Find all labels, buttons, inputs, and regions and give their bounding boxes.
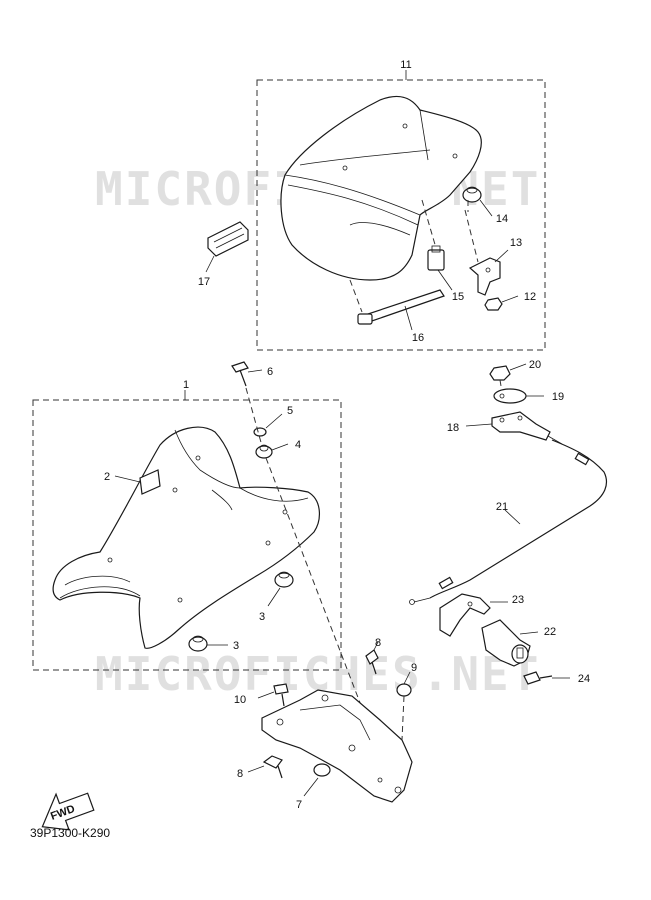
callout-18: 18 (447, 422, 459, 434)
callout-23: 23 (512, 594, 524, 606)
part-3-damper-b[interactable] (188, 635, 208, 652)
part-20-nut[interactable] (489, 365, 511, 381)
part-22-lock[interactable] (481, 619, 531, 667)
callout-11: 11 (400, 59, 411, 71)
callout-6: 6 (267, 366, 273, 378)
fwd-arrow-icon: FWD (41, 792, 95, 831)
callout-10: 10 (234, 694, 246, 706)
callout-14: 14 (496, 213, 508, 225)
part-7-bracket[interactable] (261, 689, 413, 803)
part-17-holder[interactable] (207, 221, 249, 257)
group-box-11 (256, 79, 546, 351)
callout-19: 19 (552, 391, 564, 403)
part-24-screw[interactable] (523, 671, 553, 685)
part-13-hook[interactable] (468, 257, 501, 296)
callout-13: 13 (510, 237, 522, 249)
part-23-bracket[interactable] (439, 593, 491, 637)
callout-8b: 8 (237, 768, 243, 780)
part-5-collar[interactable] (253, 427, 267, 437)
part-18-lever[interactable] (491, 411, 551, 441)
callout-3b: 3 (233, 640, 239, 652)
part-10-bolt[interactable] (273, 683, 289, 707)
part-12-nut[interactable] (484, 297, 503, 311)
callout-15: 15 (452, 291, 464, 303)
passenger-seat[interactable] (280, 95, 482, 281)
part-3-damper-a[interactable] (274, 571, 294, 588)
callout-17: 17 (198, 276, 210, 288)
callout-24: 24 (578, 673, 590, 685)
diagram-code: 39P1300-K290 (30, 826, 111, 840)
part-19-plate[interactable] (493, 388, 527, 404)
callout-1: 1 (183, 379, 189, 391)
callout-9: 9 (411, 662, 417, 674)
callout-12: 12 (524, 291, 536, 303)
callout-4: 4 (295, 439, 301, 451)
part-16-strap[interactable] (357, 289, 445, 325)
group-box-1 (32, 399, 342, 671)
part-2-label[interactable] (139, 469, 161, 495)
callout-20: 20 (529, 359, 541, 371)
rider-seat[interactable] (52, 426, 320, 649)
callout-22: 22 (544, 626, 556, 638)
callout-2: 2 (104, 471, 110, 483)
part-15-bracket[interactable] (427, 245, 445, 271)
callout-21: 21 (496, 501, 508, 513)
part-9-plug[interactable] (396, 683, 412, 697)
callout-3a: 3 (259, 611, 265, 623)
callout-labels: 1 2 3 3 4 5 6 7 8 8 9 10 11 12 13 14 15 … (104, 59, 590, 811)
callout-16: 16 (412, 332, 424, 344)
part-8-clip-b[interactable] (262, 755, 283, 779)
part-14-damper[interactable] (462, 186, 482, 203)
part-21-cable[interactable] (409, 435, 608, 605)
callout-8a: 8 (375, 637, 381, 649)
part-6-bolt[interactable] (231, 361, 249, 387)
callout-7: 7 (296, 799, 302, 811)
part-4-damper[interactable] (255, 444, 273, 459)
part-8-clip-a[interactable] (365, 649, 379, 675)
callout-5: 5 (287, 405, 293, 417)
